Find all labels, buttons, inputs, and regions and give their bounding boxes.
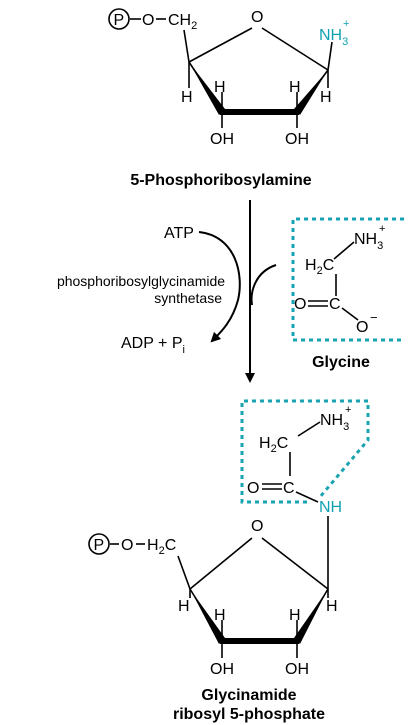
atp-in-arrow	[198, 231, 241, 343]
glycine-name: Glycine	[312, 354, 370, 371]
c4-ch2-bond	[183, 29, 190, 63]
phosphate-circle-icon	[108, 8, 130, 30]
gar-c-label: C	[283, 480, 295, 497]
gar-c4-ch2-bond	[177, 555, 191, 590]
gar-nh3-label: NH3	[320, 412, 349, 433]
ring-oxygen-label: O	[251, 9, 263, 26]
ring-bond-o-c1	[261, 27, 329, 71]
gar-wedge-c4-c3	[190, 589, 225, 644]
wedge-c1-c2	[294, 70, 328, 115]
gar-name-line1: Glycinamide	[201, 687, 296, 704]
glycine-in-arrow	[250, 264, 277, 306]
glycine-o-eq-label: O	[294, 296, 306, 313]
gar-name-line2: ribosyl 5-phosphate	[173, 706, 325, 723]
gar-ring-bond-c4-o	[189, 537, 253, 590]
gar-h2c-label: H2C	[259, 435, 288, 455]
ch2-label: CH2	[168, 12, 197, 32]
gar-oh-c2: OH	[285, 661, 309, 678]
glycine-o-minus-label: O	[356, 319, 368, 336]
gar-h2c2-label: H2C	[147, 537, 176, 557]
gar-h-c3: H	[214, 607, 226, 624]
gar-nh-label: NH	[319, 499, 342, 516]
h-c4: H	[181, 89, 193, 106]
ring-bond-c4-o	[188, 27, 253, 63]
glycine-highlight-box	[291, 217, 404, 342]
gar-c-nh-bond	[295, 491, 319, 503]
oh-c3: OH	[210, 131, 234, 148]
h-c3: H	[214, 79, 226, 96]
adp-pi-label: ADP + Pi	[121, 335, 185, 356]
gar-ring-oxygen-label: O	[251, 518, 263, 535]
ester-oxygen-label: O	[142, 12, 154, 29]
glycine-h2c-label: H2C	[305, 257, 334, 277]
gar-o-eq-label: O	[247, 480, 259, 497]
phosphoribosylamine-structure: P O CH2 O NH3 + H H H H OH OH	[108, 8, 349, 148]
wedge-c4-c3	[189, 62, 225, 115]
glycine-structure: NH3 + H2C O C O −	[291, 217, 404, 342]
oh-c2: OH	[285, 131, 309, 148]
gar-ring-bond-o-c1	[261, 537, 329, 590]
gar-ester-oxygen-label: O	[121, 537, 133, 554]
gar-phosphate-circle-icon	[88, 533, 110, 555]
glycine-c-o-bond	[341, 307, 359, 321]
glycine-o-minus-charge: −	[370, 310, 378, 325]
gar-h-c1: H	[326, 598, 338, 615]
gar-h-c2: H	[289, 607, 301, 624]
glycine-c-n-bond	[333, 241, 355, 260]
c1-amine-bond	[327, 41, 333, 71]
gar-c-n-bond	[297, 421, 321, 437]
atp-label: ATP	[164, 225, 194, 242]
glycine-nh3-label: NH3	[354, 231, 383, 252]
gar-h-c4: H	[178, 598, 190, 615]
gar-nh3-charge: +	[345, 404, 351, 416]
h-c2: H	[289, 79, 301, 96]
h-c1: H	[320, 89, 332, 106]
amine-charge: +	[343, 18, 349, 30]
gar-structure: NH3 + H2C O C NH P O H2C O H H H	[88, 399, 370, 678]
enzyme-name-line1: phosphoribosylglycinamide	[57, 273, 225, 289]
glycine-nh3-charge: +	[379, 223, 385, 235]
enzyme-name-line2: synthetase	[154, 290, 222, 306]
glycine-c-label: C	[329, 296, 341, 313]
amine-label: NH3	[319, 27, 348, 48]
gar-phosphate-label: P	[94, 537, 105, 554]
gar-oh-c3: OH	[210, 661, 234, 678]
phosphate-label: P	[114, 12, 125, 29]
phosphoribosylamine-name: 5-Phosphoribosylamine	[130, 172, 311, 189]
gar-wedge-c1-c2	[294, 589, 328, 644]
